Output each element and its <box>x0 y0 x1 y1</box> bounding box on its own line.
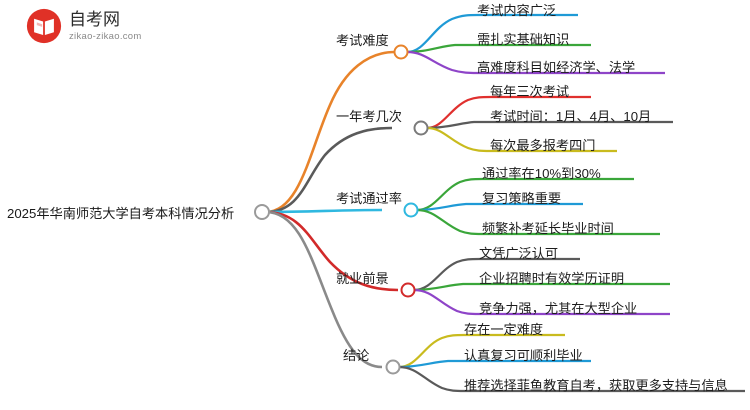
branch-label-exam-difficulty: 考试难度 <box>336 33 389 48</box>
logo-title: 自考网 <box>69 9 120 29</box>
root-node-label: 2025年华南师范大学自考本科情况分析 <box>7 206 235 221</box>
branch-dot-conclusion[interactable] <box>385 359 401 375</box>
leaf-label-passrate-2: 复习策略重要 <box>482 191 562 206</box>
leaf-label-job-2: 企业招聘时有效学历证明 <box>479 271 625 286</box>
leaf-label-difficulty-1: 考试内容广泛 <box>477 3 557 18</box>
branch-label-exam-frequency: 一年考几次 <box>336 109 402 124</box>
leaf-label-job-1: 文凭广泛认可 <box>479 246 559 261</box>
leaf-label-frequency-1: 每年三次考试 <box>490 84 570 99</box>
leaf-label-difficulty-2: 需扎实基础知识 <box>477 32 570 47</box>
leaf-label-difficulty-3: 高难度科目如经济学、法学 <box>477 60 636 75</box>
root-node-dot[interactable] <box>254 204 270 220</box>
branch-dot-exam-difficulty[interactable] <box>393 44 409 60</box>
branch-label-pass-rate: 考试通过率 <box>336 191 402 206</box>
red-book-logo-icon <box>26 8 62 44</box>
leaf-curve-frequency-1 <box>426 95 491 130</box>
leaf-curve-passrate-3 <box>416 208 483 236</box>
leaf-label-conclusion-2: 认真复习可顺利毕业 <box>464 348 583 363</box>
branch-curve-pass-rate <box>265 208 383 214</box>
leaf-label-conclusion-1: 存在一定难度 <box>464 322 544 337</box>
leaf-curve-difficulty-1 <box>406 13 478 54</box>
leaf-curve-frequency-3 <box>426 126 491 153</box>
leaf-curve-conclusion-1 <box>398 333 465 369</box>
leaf-label-passrate-1: 通过率在10%到30% <box>482 166 601 181</box>
leaf-label-passrate-3: 频繁补考延长毕业时间 <box>482 221 614 236</box>
leaf-curve-job-1 <box>413 257 480 292</box>
branch-curve-exam-difficulty <box>265 50 396 214</box>
branch-dot-job-prospects[interactable] <box>400 282 416 298</box>
leaf-curve-passrate-1 <box>416 177 483 212</box>
leaf-curve-conclusion-2 <box>398 359 464 369</box>
branch-curve-job-prospects <box>265 210 399 292</box>
leaf-label-job-3: 竞争力强，尤其在大型企业 <box>479 301 638 316</box>
branch-curve-exam-frequency <box>265 126 393 214</box>
leaf-curve-conclusion-3 <box>398 365 465 393</box>
leaf-curve-frequency-2 <box>426 120 490 130</box>
leaf-curve-passrate-2 <box>416 202 482 212</box>
leaf-label-frequency-2: 考试时间：1月、4月、10月 <box>490 109 652 124</box>
leaf-label-frequency-3: 每次最多报考四门 <box>490 138 596 153</box>
branch-curve-conclusion <box>265 210 383 369</box>
site-logo[interactable]: 自考网 zikao-zikao.com <box>26 8 142 44</box>
leaf-curve-difficulty-3 <box>406 50 478 75</box>
branch-label-job-prospects: 就业前景 <box>336 271 389 286</box>
branch-dot-exam-frequency[interactable] <box>413 120 429 136</box>
logo-subtitle: zikao-zikao.com <box>69 30 142 42</box>
leaf-curve-job-2 <box>413 282 479 292</box>
branch-label-conclusion: 结论 <box>343 348 370 363</box>
leaf-curve-difficulty-2 <box>406 43 477 54</box>
leaf-label-conclusion-3: 推荐选择菲鱼教育自考，获取更多支持与信息 <box>464 378 728 393</box>
branch-dot-pass-rate[interactable] <box>403 202 419 218</box>
leaf-curve-job-3 <box>413 288 480 316</box>
